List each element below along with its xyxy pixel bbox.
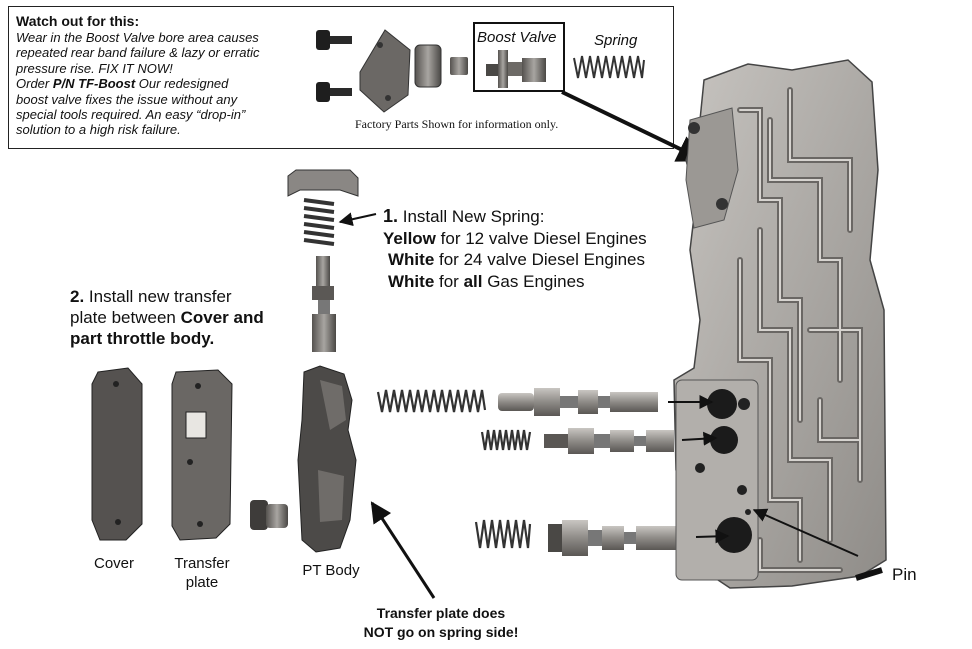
step-2-instructions: 2. Install new transfer plate between Co… — [70, 286, 310, 349]
bore-arrow-3 — [695, 529, 730, 544]
bolt-icon — [316, 82, 352, 102]
note-line-1: Transfer plate does — [376, 605, 506, 621]
step-2-text-2: plate between — [70, 308, 181, 327]
boost-valve-highlight-frame — [473, 22, 565, 92]
step-1-instructions: 1. Install New Spring: Yellow for 12 val… — [383, 206, 647, 292]
step-1-line-3: White for all Gas Engines — [383, 271, 647, 293]
cover-cap-icon — [287, 169, 359, 197]
step-2-bold-1: Cover and — [180, 308, 264, 327]
transfer-plate-label-line-1: Transfer — [174, 555, 230, 572]
warning-title: Watch out for this: — [16, 13, 140, 29]
warning-line-2: repeated rear band failure & lazy or err… — [16, 45, 260, 61]
warning-line-7: solution to a high risk failure. — [16, 122, 181, 138]
stack-valve-icon — [312, 256, 336, 352]
warning-line-6: special tools required. An easy “drop-in… — [16, 107, 246, 123]
step-2-text-1: Install new transfer — [84, 287, 232, 306]
white-spring-label-gas: White — [388, 271, 435, 291]
step-1-line-1: Yellow for 12 valve Diesel Engines — [383, 228, 647, 250]
step-1-title: Install New Spring: — [398, 207, 545, 226]
white-spring-label: White — [388, 250, 435, 269]
step-1-number: 1. — [383, 206, 399, 226]
transfer-plate-icon — [171, 369, 233, 541]
pt-body-label: PT Body — [302, 562, 360, 579]
transfer-plate-label: Transfer plate — [168, 554, 236, 592]
valve-3-icon — [548, 520, 686, 556]
step-1-line-2-text: for 24 valve Diesel Engines — [434, 250, 646, 269]
bore-arrow-2 — [681, 431, 718, 446]
spring-icon — [573, 55, 645, 79]
boost-pointer-arrow — [561, 90, 706, 162]
step-1-line-2: White for 24 valve Diesel Engines — [383, 249, 647, 271]
stack-spring-icon — [303, 198, 335, 246]
pin-leader-bar — [855, 567, 883, 581]
spring-2-icon — [480, 429, 532, 451]
warning-order-line: Order P/N TF-Boost Our redesigned — [16, 76, 316, 91]
valve-1-icon — [498, 388, 658, 416]
cover-plate-icon — [91, 367, 143, 541]
step-2-bold-2: part throttle body. — [70, 329, 215, 348]
step-2-number: 2. — [70, 287, 85, 306]
yellow-spring-label: Yellow — [383, 228, 436, 248]
spring-label: Spring — [594, 32, 638, 49]
pin-pointer-arrow — [752, 508, 859, 557]
step-2-line-3: part throttle body. — [70, 328, 310, 349]
note-line-2: NOT go on spring side! — [363, 624, 519, 640]
warning-line-1: Wear in the Boost Valve bore area causes — [16, 30, 259, 45]
note-pointer-arrow — [370, 501, 436, 599]
part-number: P/N TF-Boost — [52, 76, 136, 92]
step-2-line-2: plate between Cover and — [70, 307, 310, 328]
step-1-line-3-text: Gas Engines — [482, 271, 585, 291]
step-2-line-1: 2. Install new transfer — [70, 286, 310, 307]
spring-1-icon — [376, 389, 487, 413]
valve-2-icon — [544, 428, 674, 454]
spring-arrow — [338, 212, 377, 227]
step-1-line-1-text: for 12 valve Diesel Engines — [435, 228, 647, 248]
boost-valve-label: Boost Valve — [477, 29, 557, 46]
transfer-plate-warning-note: Transfer plate does NOT go on spring sid… — [330, 604, 552, 642]
cover-label: Cover — [93, 555, 134, 572]
retainer-plate-icon — [359, 29, 411, 113]
all-label: all — [463, 271, 483, 291]
step-1-line-3-for: for — [434, 271, 464, 291]
factory-parts-note: Factory Parts Shown for information only… — [355, 117, 559, 131]
valve-plug-icon — [414, 44, 442, 88]
boost-valve-icon — [486, 50, 546, 88]
small-pin-icon — [450, 57, 468, 75]
pin-label: Pin — [892, 565, 917, 584]
spring-3-icon — [474, 519, 532, 549]
valve-body-casting — [673, 59, 887, 589]
warning-line-5: boost valve fixes the issue without any — [16, 91, 238, 107]
small-plug-icon — [250, 500, 288, 530]
order-prefix: Order — [16, 76, 53, 92]
warning-line-3: pressure rise. FIX IT NOW! — [16, 60, 173, 76]
transfer-plate-label-line-2: plate — [185, 574, 219, 591]
bolt-icon — [316, 30, 352, 50]
order-rest: Our redesigned — [135, 76, 229, 92]
step-1-title-line: 1. Install New Spring: — [383, 206, 647, 228]
warning-body: Wear in the Boost Valve bore area causes… — [16, 30, 316, 138]
